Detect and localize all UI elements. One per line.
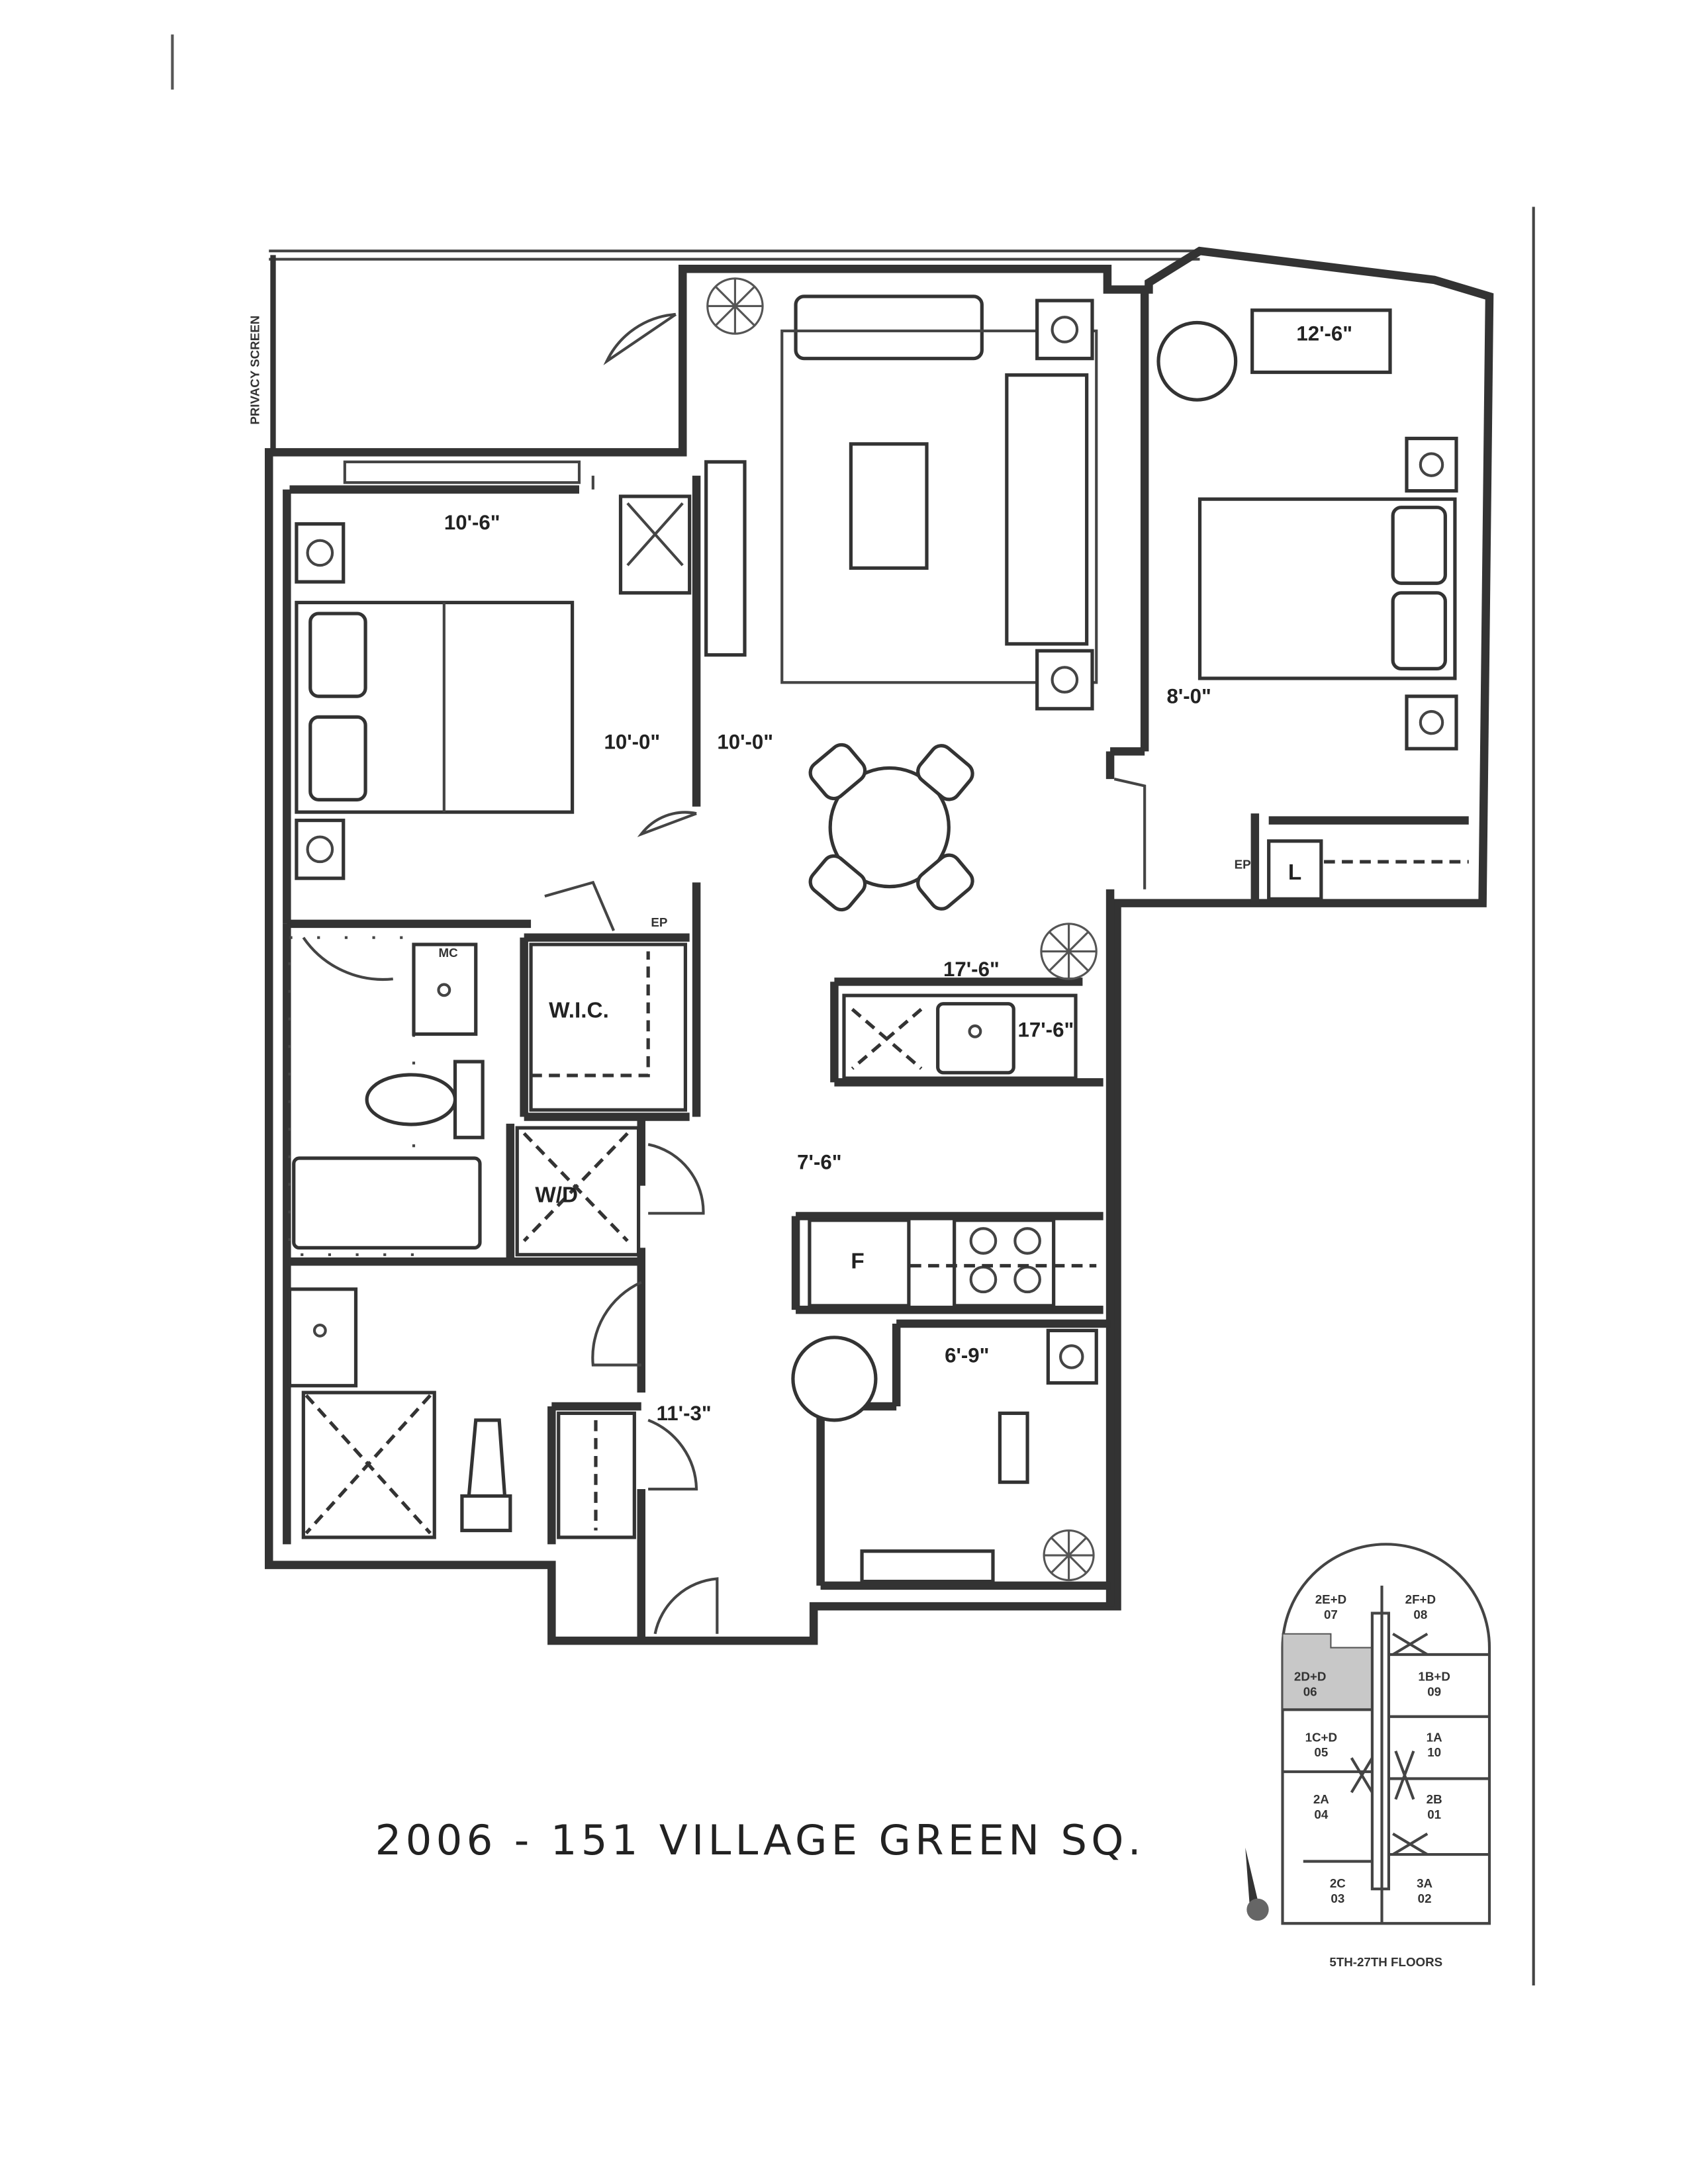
plant-icon	[1040, 923, 1098, 980]
ep-left-label: EP	[651, 915, 667, 929]
linen-label: L	[1288, 860, 1301, 885]
svg-text:07: 07	[1324, 1608, 1338, 1621]
svg-text:2D+D: 2D+D	[1294, 1670, 1326, 1684]
den: 6'-9" 11'-3"	[657, 1328, 1098, 1584]
svg-text:2C: 2C	[1330, 1876, 1346, 1890]
fridge-label: F	[851, 1250, 864, 1274]
privacy-screen-label: PRIVACY SCREEN	[248, 316, 262, 425]
pillow	[308, 612, 367, 698]
key-unit-1b-d: 1B+D09	[1418, 1670, 1450, 1699]
vanity	[412, 942, 478, 1036]
bedroom-right-door	[1113, 778, 1147, 889]
key-unit-2f-d: 2F+D 08	[1405, 1592, 1436, 1621]
dining-table	[828, 766, 951, 889]
entry-door	[653, 1577, 719, 1635]
key-unit-1c-d: 1C+D05	[1305, 1730, 1337, 1759]
exterior-wall	[265, 246, 1494, 1645]
svg-text:1A: 1A	[1427, 1730, 1442, 1744]
main-bath	[287, 1287, 636, 1539]
armchair	[1156, 320, 1238, 402]
sink	[936, 1002, 1015, 1075]
toilet	[460, 1418, 512, 1533]
plant-icon	[706, 277, 764, 335]
balcony: PRIVACY SCREEN	[248, 250, 1200, 453]
pillow	[308, 715, 367, 801]
ep-right-label: EP	[1235, 858, 1251, 872]
svg-text:05: 05	[1314, 1745, 1328, 1759]
ensuite-bath: MC W.I.C. W/D	[288, 936, 688, 1257]
kitchen-length-dim: 17'-6"	[943, 958, 1000, 981]
desk	[1250, 308, 1392, 375]
bedroom-left: 10'-6" 10'-0" EP	[295, 460, 692, 929]
sofa	[1005, 373, 1089, 646]
svg-text:02: 02	[1418, 1891, 1432, 1905]
interior-walls	[283, 289, 1469, 1641]
svg-text:10: 10	[1427, 1745, 1441, 1759]
mc-label: MC	[439, 946, 459, 960]
laundry-door	[647, 1143, 705, 1215]
key-plan: 2E+D07 2F+D08 2D+D06 1B+D09 1C+D05 1A10 …	[1245, 1543, 1491, 1969]
svg-text:2F+D: 2F+D	[1405, 1592, 1436, 1606]
kitchen-length-dim-2: 17'-6"	[1018, 1019, 1074, 1042]
doors	[302, 312, 1147, 1635]
svg-text:1B+D: 1B+D	[1418, 1670, 1450, 1684]
svg-text:1C+D: 1C+D	[1305, 1730, 1337, 1744]
svg-text:03: 03	[1331, 1891, 1344, 1905]
bedroom-left-door	[637, 811, 697, 837]
key-unit-2e-d: 2E+D 07	[1315, 1592, 1346, 1621]
toilet	[365, 1060, 485, 1140]
handwritten-address: 2006 - 151 VILLAGE GREEN SQ.	[375, 1816, 1145, 1864]
wd-label: W/D	[535, 1183, 578, 1208]
svg-text:09: 09	[1427, 1685, 1441, 1699]
svg-text:2A: 2A	[1313, 1792, 1329, 1806]
compass-icon	[1245, 1847, 1269, 1921]
bedroom-right-depth-dim: 8'-0"	[1167, 685, 1211, 708]
ensuite-door	[302, 936, 393, 981]
living-dining: 10'-0"	[704, 277, 1098, 980]
svg-text:2B: 2B	[1427, 1792, 1442, 1806]
den-depth-dim: 11'-3"	[657, 1402, 712, 1425]
den-door	[647, 1418, 698, 1491]
bedroom-right-width-dim: 12'-6"	[1296, 322, 1352, 345]
svg-text:2E+D: 2E+D	[1315, 1592, 1346, 1606]
svg-text:01: 01	[1427, 1807, 1441, 1821]
balcony-door	[603, 312, 677, 365]
kitchen: 17'-6" 17'-6" 7'-6" F	[797, 958, 1097, 1308]
plant-icon	[1043, 1529, 1095, 1582]
fridge	[808, 1218, 911, 1308]
bedroom-right: 12'-6" 8'-0" EP L	[1156, 308, 1469, 901]
pillow	[1391, 591, 1447, 671]
bathtub	[292, 1156, 482, 1250]
bath-door	[591, 1281, 642, 1367]
key-unit-2d-d: 2D+D06	[1294, 1670, 1326, 1699]
area-rug	[780, 329, 1098, 684]
wic-door	[544, 880, 615, 932]
media-unit	[794, 295, 984, 361]
unit-floor-plan: PRIVACY SCREEN	[248, 246, 1494, 1645]
pillow	[1391, 506, 1447, 585]
coffee-table	[849, 442, 929, 570]
bedroom-left-depth-dim: 10'-0"	[604, 730, 661, 753]
dresser	[618, 494, 692, 595]
bedroom-left-width-dim: 10'-6"	[444, 511, 500, 534]
svg-text:08: 08	[1413, 1608, 1427, 1621]
kitchen-width-dim: 7'-6"	[797, 1151, 841, 1174]
wic	[529, 942, 688, 1112]
vanity	[287, 1287, 358, 1388]
svg-text:3A: 3A	[1417, 1876, 1432, 1890]
svg-text:04: 04	[1314, 1807, 1328, 1821]
living-width-dim: 10'-0"	[717, 730, 773, 753]
floors-label: 5TH-27TH FLOORS	[1329, 1955, 1442, 1969]
svg-text:06: 06	[1303, 1685, 1317, 1699]
den-width-dim: 6'-9"	[945, 1343, 989, 1367]
armchair	[791, 1336, 878, 1422]
wic-label: W.I.C.	[549, 999, 609, 1023]
